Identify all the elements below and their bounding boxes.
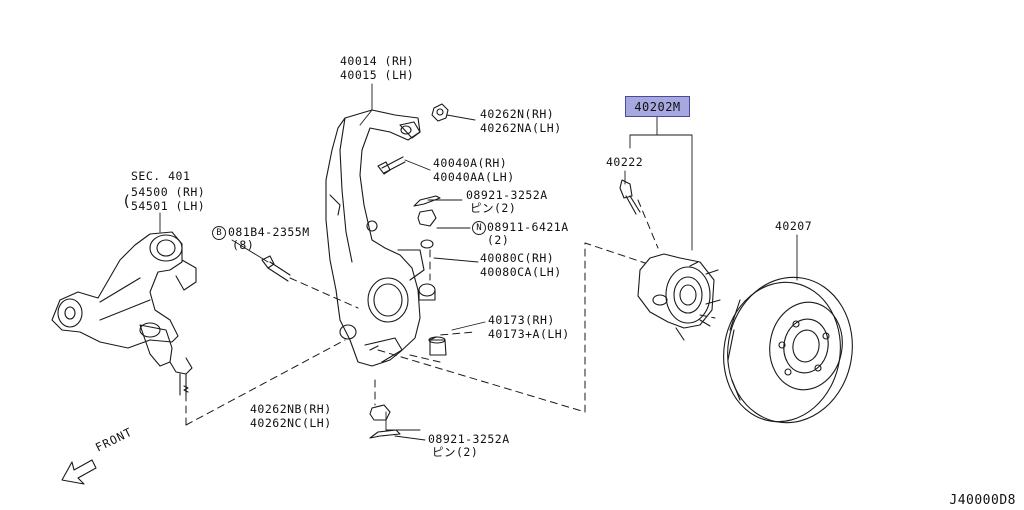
pin-top-sub-label: ピン(2) (470, 201, 517, 215)
hardware (261, 103, 449, 439)
sec-label: SEC. 401 (131, 169, 191, 183)
nut-09-qty-label: (2) (487, 233, 510, 247)
leader-lines (159, 83, 798, 441)
knuckle-rh-label: 40014 (RH) (340, 54, 415, 68)
bush-lh-label: 40173+A(LH) (488, 327, 570, 341)
hub-assembly-highlight[interactable]: 40202M (625, 96, 690, 117)
nut-bot-lh-label: 40262NC(LH) (250, 416, 332, 430)
b-symbol-icon: B (212, 226, 226, 240)
washer-rh-label: 40080C(RH) (480, 251, 555, 265)
diagram-code: J40000D8 (949, 493, 1016, 508)
pin-bot-label: 08921-3252A (428, 432, 510, 446)
bolt-lh-label: 40040AA(LH) (433, 170, 515, 184)
knuckle-lh-label: 40015 (LH) (340, 68, 415, 82)
arm-lh-label: 54501 (LH) (131, 199, 206, 213)
pin-top-label: 08921-3252A (466, 188, 548, 202)
bolt-08-label: 081B4-2355M (228, 225, 310, 239)
nut-top-lh-label: 40262NA(LH) (480, 121, 562, 135)
lower-control-arm (51, 231, 197, 396)
bolt-08-qty-label: (8) (232, 238, 255, 252)
nut-bot-rh-label: 40262NB(RH) (250, 402, 332, 416)
brake-rotor (723, 276, 853, 424)
hub-bolt-label: 40222 (606, 155, 644, 169)
bush-rh-label: 40173(RH) (488, 313, 555, 327)
steering-knuckle (325, 109, 436, 367)
rotor-label: 40207 (775, 219, 813, 233)
nut-09-label: 08911-6421A (487, 220, 569, 234)
arm-open-paren: ( (122, 192, 132, 210)
n-symbol-icon: N (472, 221, 486, 235)
nut-top-rh-label: 40262N(RH) (480, 107, 555, 121)
hub-assembly-label: 40202M (634, 100, 681, 114)
washer-lh-label: 40080CA(LH) (480, 265, 562, 279)
arm-rh-label: 54500 (RH) (131, 185, 206, 199)
wheel-hub-assembly (619, 179, 721, 341)
pin-bot-sub-label: ピン(2) (432, 445, 479, 459)
assembly-dash-lines (185, 199, 716, 426)
bolt-rh-label: 40040A(RH) (433, 156, 508, 170)
front-arrow-icon (61, 459, 97, 485)
